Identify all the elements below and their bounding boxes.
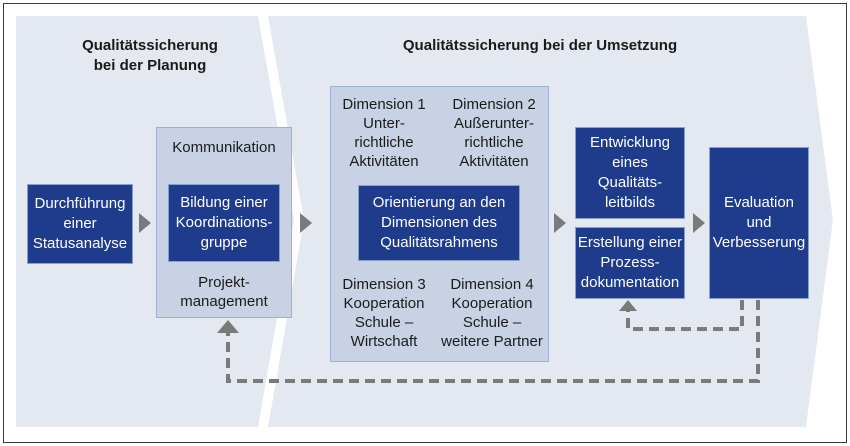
dimension-3-label: Dimension 3 Kooperation Schule – Wirtsch… xyxy=(342,276,426,350)
phase-divider xyxy=(258,16,304,427)
arrow-leitbild-to-evaluation xyxy=(693,213,705,233)
feedback-loops xyxy=(226,300,760,383)
qualitaetsrahmen-box: Orientierung an den Dimensionen des Qual… xyxy=(358,185,520,261)
feedback-loop-outer xyxy=(226,300,760,383)
arrow-planning-to-dimensions xyxy=(300,213,312,233)
dimension-4-label: Dimension 4 Kooperation Schule – weitere… xyxy=(441,276,543,350)
phase-planning-title: Qualitätssicherung bei der Planung xyxy=(82,37,218,74)
feedback-arrowhead-planning xyxy=(217,320,239,333)
dimension-2-label: Dimension 2 Außerunter- richtliche Aktiv… xyxy=(452,96,536,170)
kommunikation-label: Kommunikation xyxy=(172,139,276,156)
arrow-status-to-planning xyxy=(139,213,151,233)
prozessdokumentation-box: Erstellung einer Prozess- dokumentation xyxy=(575,227,685,299)
arrow-dimensions-to-leitbild xyxy=(554,213,566,233)
evaluation-box: Evaluation und Verbesserung xyxy=(709,147,809,299)
feedback-arrowhead-prozess xyxy=(619,300,637,311)
statusanalyse-box: Durchführung einer Statusanalyse xyxy=(27,184,133,264)
projektmanagement-label: Projekt- management xyxy=(180,274,268,310)
feedback-loop-inner xyxy=(626,300,744,331)
phase-implementation-title: Qualitätssicherung bei der Umsetzung xyxy=(402,37,678,54)
leitbild-box: Entwicklung eines Qualitäts- leitbilds xyxy=(575,127,685,219)
flow-arrows xyxy=(139,213,705,233)
koordinationsgruppe-box: Bildung einer Koordinations- gruppe xyxy=(168,184,280,262)
dimension-1-label: Dimension 1 Unter- richtliche Aktivitäte… xyxy=(342,96,426,170)
